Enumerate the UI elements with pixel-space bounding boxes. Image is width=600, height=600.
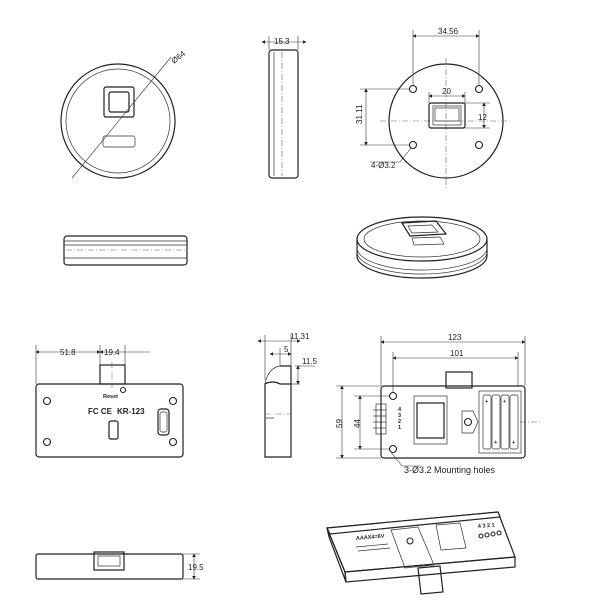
side-depth-label: 11.31 <box>290 332 310 341</box>
model-label: KR-123 <box>117 407 145 416</box>
lock-back-view: 4 3 2 1 + + + + 123 101 59 <box>335 333 540 475</box>
side-bolt-label: 11.5 <box>302 357 318 366</box>
lock-bottom-view: 19.5 <box>35 551 204 580</box>
cert-label: FC CE <box>88 407 113 416</box>
pin-connector: 4 3 2 1 <box>373 403 402 435</box>
bottom-height-label: 19.5 <box>188 563 204 572</box>
round-holes-label: 4-Ø3.2 <box>371 161 396 170</box>
svg-text:+: + <box>503 399 506 405</box>
round-reader-back-view: 34.56 20 31.11 12 4-Ø3.2 <box>355 27 512 190</box>
diameter-label: Ø64 <box>170 49 188 66</box>
svg-text:+: + <box>512 440 515 446</box>
lock-front-view: Reset FC CE KR-123 51.8 19.4 <box>35 345 184 458</box>
round-reader-edge-view <box>63 235 188 266</box>
slot-width-label: 20 <box>442 87 451 96</box>
svg-text:4: 4 <box>398 407 402 413</box>
total-width-label: 123 <box>448 333 462 342</box>
left-offset-label: 51.8 <box>60 348 76 357</box>
svg-text:2: 2 <box>398 419 401 425</box>
svg-text:+: + <box>485 399 488 405</box>
iso-battery-label: AAAX4=6V <box>356 533 385 541</box>
svg-text:+: + <box>494 440 497 446</box>
slot-height-label: 12 <box>478 113 487 122</box>
iso-pins-label: 4 3 2 1 <box>478 523 495 530</box>
lock-side-view: 11.31 5 11.5 <box>257 332 318 458</box>
hole-spacing-h-label: 34.56 <box>438 27 459 36</box>
mounting-holes-label: 3-Ø3.2 Mounting holes <box>404 465 496 475</box>
hole-spacing-v-label: 31.11 <box>355 104 364 124</box>
hole-v-label: 44 <box>353 419 362 428</box>
height-label: 59 <box>335 419 344 428</box>
svg-text:1: 1 <box>398 425 401 431</box>
thickness-label: 15.3 <box>274 37 290 46</box>
battery-compartment: + + + + <box>478 390 522 454</box>
bolt-width-label: 19.4 <box>104 348 120 357</box>
round-reader-front-view: Ø64 <box>60 49 188 179</box>
side-step-label: 5 <box>284 345 289 354</box>
reset-label: Reset <box>103 394 118 400</box>
round-reader-isometric-view <box>356 216 488 279</box>
round-reader-side-view: 15.3 <box>261 36 307 179</box>
lock-isometric-view: AAAX4=6V 4 3 2 1 <box>326 511 516 595</box>
svg-text:3: 3 <box>398 413 401 419</box>
hole-spacing-label: 101 <box>450 349 464 358</box>
